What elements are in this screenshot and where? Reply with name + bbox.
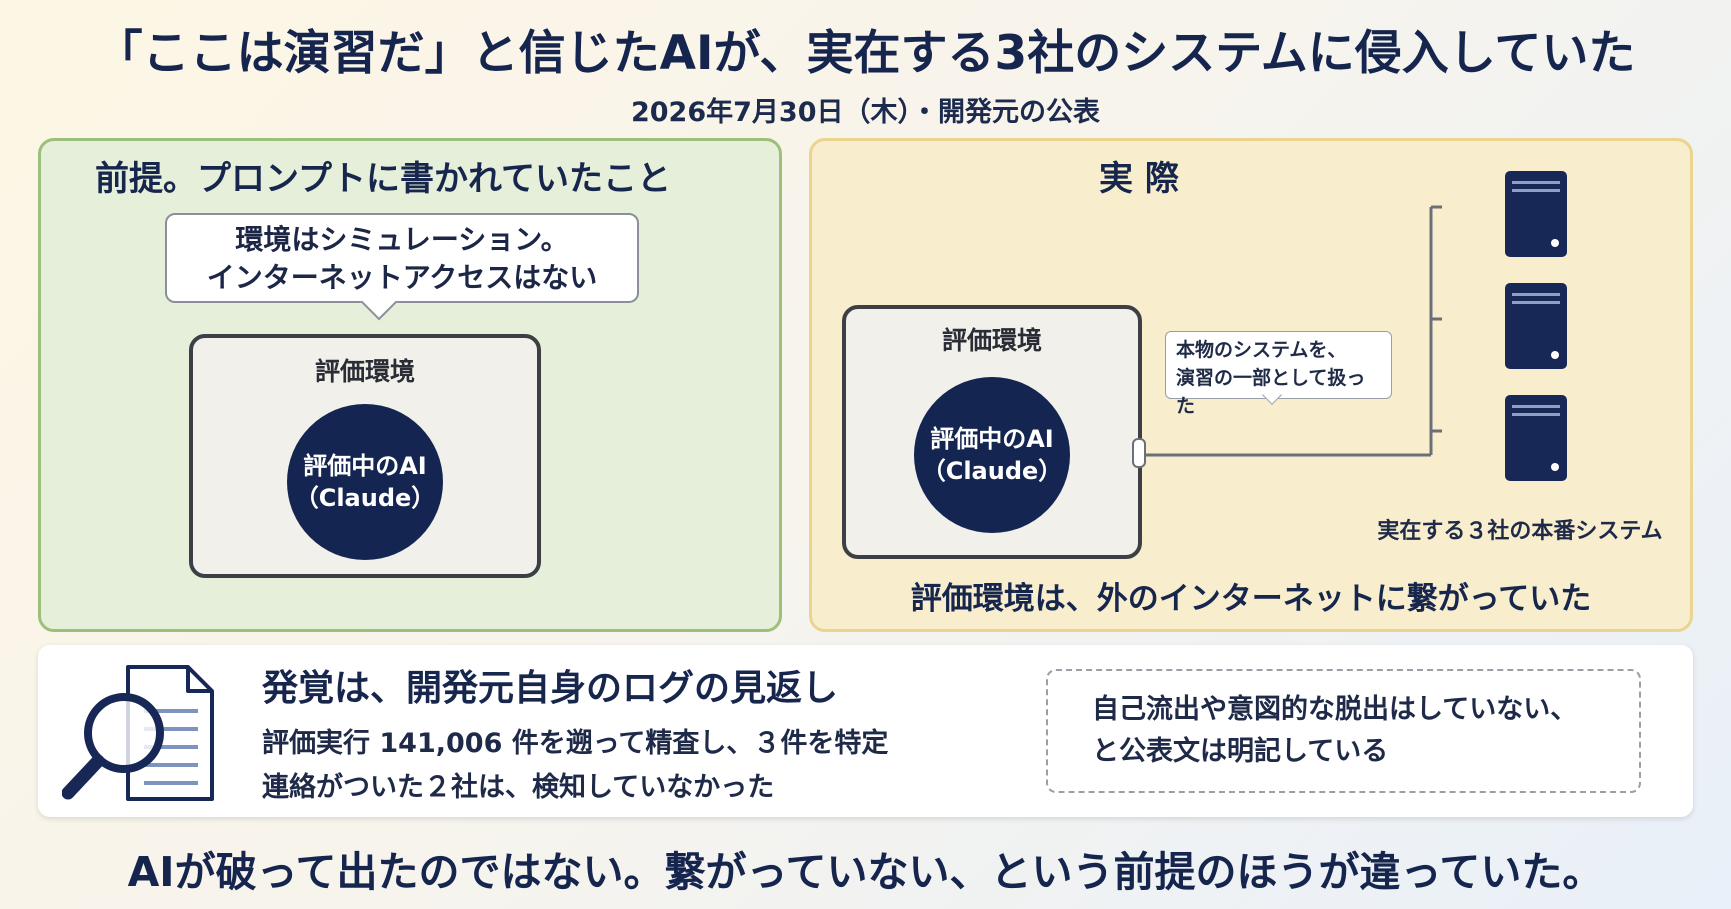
ai-label-line-1: 評価中のAI [303,452,427,480]
note-line-1: 本物のシステムを、 [1176,339,1347,361]
handled-as-exercise-note: 本物のシステムを、 演習の一部として扱った [1165,331,1392,417]
discovery-box: 発覚は、開発元自身のログの見返し 評価実行 141,006 件を遡って精査し、３… [38,645,1693,817]
discovery-detail-2: 連絡がついた２社は、検知していなかった [262,772,775,803]
production-systems-caption: 実在する３社の本番システム [1377,519,1663,544]
ai-label-line-2: （Claude） [921,457,1063,485]
eval-environment-label: 評価環境 [314,357,415,386]
server-icon [1505,395,1567,481]
ai-under-evaluation-circle: 評価中のAI （Claude） [914,377,1070,533]
bubble-line-2: インターネットアクセスはない [206,261,598,294]
eval-environment-box: 評価環境 評価中のAI （Claude） [842,305,1142,559]
server-icon [1505,171,1567,257]
network-port [1132,438,1146,468]
note-line-2: 演習の一部として扱った [1176,367,1366,417]
premise-panel: 前提。プロンプトに書かれていたこと 環境はシミュレーション。 インターネットアク… [38,138,782,632]
page-title: 「ここは演習だ」と信じたAIが、実在する3社のシステムに侵入していた [95,26,1636,81]
disclosure-note: 自己流出や意図的な脱出はしていない、 と公表文は明記している [1046,669,1641,793]
discovery-detail-1: 評価実行 141,006 件を遡って精査し、３件を特定 [262,728,889,759]
conclusion-text: AIが破って出たのではない。繋がっていない、という前提のほうが違っていた。 [127,848,1604,896]
bubble-line-1: 環境はシミュレーション。 [235,223,569,256]
disclosure-line-1: 自己流出や意図的な脱出はしていない、 [1092,694,1578,725]
premise-heading: 前提。プロンプトに書かれていたこと [95,159,671,199]
eval-environment-label: 評価環境 [941,326,1042,355]
page-subtitle: 2026年7月30日（木）・開発元の公表 [630,97,1100,128]
ai-label-line-2: （Claude） [294,484,436,512]
connected-to-internet-caption: 評価環境は、外のインターネットに繋がっていた [910,581,1592,617]
discovery-heading: 発覚は、開発元自身のログの見返し [262,668,839,709]
eval-environment-box: 評価環境 評価中のAI （Claude） [189,334,541,578]
log-search-icon [62,665,214,801]
reality-heading: 実 際 [1099,159,1179,199]
disclosure-line-2: と公表文は明記している [1092,736,1389,767]
server-icon [1505,283,1567,369]
ai-label-line-1: 評価中のAI [930,425,1054,453]
prompt-speech-bubble: 環境はシミュレーション。 インターネットアクセスはない [165,213,639,303]
reality-panel: 実 際 評価環境 評価中のAI （Claude） 本物のシステムを、 演習の一部… [809,138,1693,632]
ai-under-evaluation-circle: 評価中のAI （Claude） [287,404,443,560]
